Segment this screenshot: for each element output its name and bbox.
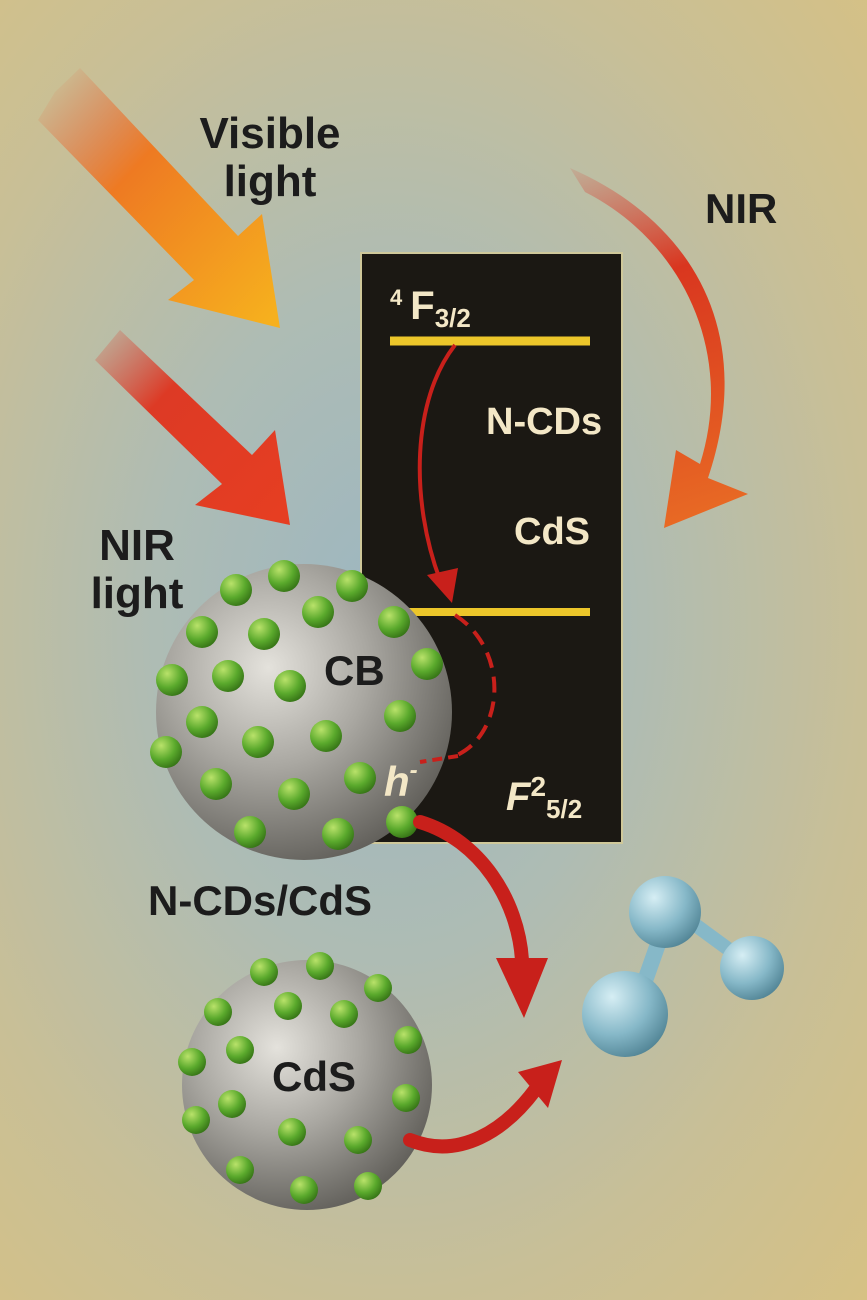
quantum-dot (218, 1090, 246, 1118)
quantum-dot (178, 1048, 206, 1076)
quantum-dot (182, 1106, 210, 1134)
quantum-dot (290, 1176, 318, 1204)
quantum-dots-large (150, 560, 443, 850)
dashed-transfer-path (453, 613, 497, 758)
quantum-dot (186, 706, 218, 738)
upper-level-sup: 4 (390, 285, 403, 310)
quantum-dots-small (178, 952, 422, 1204)
cds-sphere-label: CdS (272, 1053, 356, 1100)
electron-transfer-arrow (413, 815, 548, 1018)
quantum-dot (250, 958, 278, 986)
visible-label-line1: Visible (199, 109, 341, 158)
quantum-dot (386, 806, 418, 838)
quantum-dot (150, 736, 182, 768)
dashed-arrow-tail (419, 754, 459, 764)
quantum-dot (248, 618, 280, 650)
quantum-dot (278, 778, 310, 810)
quantum-dot (200, 768, 232, 800)
nir-arrow (570, 168, 748, 528)
lower-level-main: F (506, 775, 531, 819)
quantum-dot (302, 596, 334, 628)
cds-output-arrow (403, 1060, 562, 1154)
quantum-dot (322, 818, 354, 850)
nir-light-label: NIR light (82, 522, 192, 617)
lower-level-label: F25/2 (506, 771, 583, 824)
quantum-dot (226, 1156, 254, 1184)
quantum-dot (336, 570, 368, 602)
quantum-dot (274, 670, 306, 702)
quantum-dot (344, 762, 376, 794)
upper-level-main: F (410, 284, 435, 328)
quantum-dot (220, 574, 252, 606)
quantum-dot (274, 992, 302, 1020)
molecule (582, 876, 784, 1057)
nir-light-line2: light (90, 568, 184, 618)
quantum-dot (344, 1126, 372, 1154)
quantum-dot (394, 1026, 422, 1054)
lower-level-sub: 5/2 (546, 794, 583, 824)
quantum-dot (411, 648, 443, 680)
quantum-dot (310, 720, 342, 752)
nir-light-line1: NIR (99, 521, 175, 570)
hole-sup: - (409, 757, 418, 784)
quantum-dot (364, 974, 392, 1002)
panel-ncds-label: N-CDs (486, 401, 603, 443)
visible-label-line2: light (223, 156, 317, 206)
quantum-dot (226, 1036, 254, 1064)
hole-symbol: h (384, 758, 410, 805)
hole-label: h- (384, 757, 418, 805)
quantum-dot (354, 1172, 382, 1200)
quantum-dot (268, 560, 300, 592)
visible-light-label: Visible light (185, 110, 355, 205)
panel-cds-label: CdS (514, 511, 590, 553)
quantum-dot (392, 1084, 420, 1112)
quantum-dot (204, 998, 232, 1026)
quantum-dot (234, 816, 266, 848)
quantum-dot (186, 616, 218, 648)
quantum-dot (330, 1000, 358, 1028)
composite-label: N-CDs/CdS (148, 877, 373, 924)
quantum-dot (212, 660, 244, 692)
nir-top-label: NIR (705, 185, 778, 232)
quantum-dot (384, 700, 416, 732)
quantum-dot (306, 952, 334, 980)
quantum-dot (156, 664, 188, 696)
upper-level-sub: 3/2 (434, 303, 471, 333)
relaxation-arrow (417, 343, 458, 603)
quantum-dot (278, 1118, 306, 1146)
quantum-dot (378, 606, 410, 638)
quantum-dot (242, 726, 274, 758)
sphere-cb-label: CB (324, 647, 385, 694)
lower-level-sup: 2 (530, 771, 547, 802)
visible-light-arrow (38, 68, 280, 328)
nir-light-arrow (95, 330, 290, 525)
